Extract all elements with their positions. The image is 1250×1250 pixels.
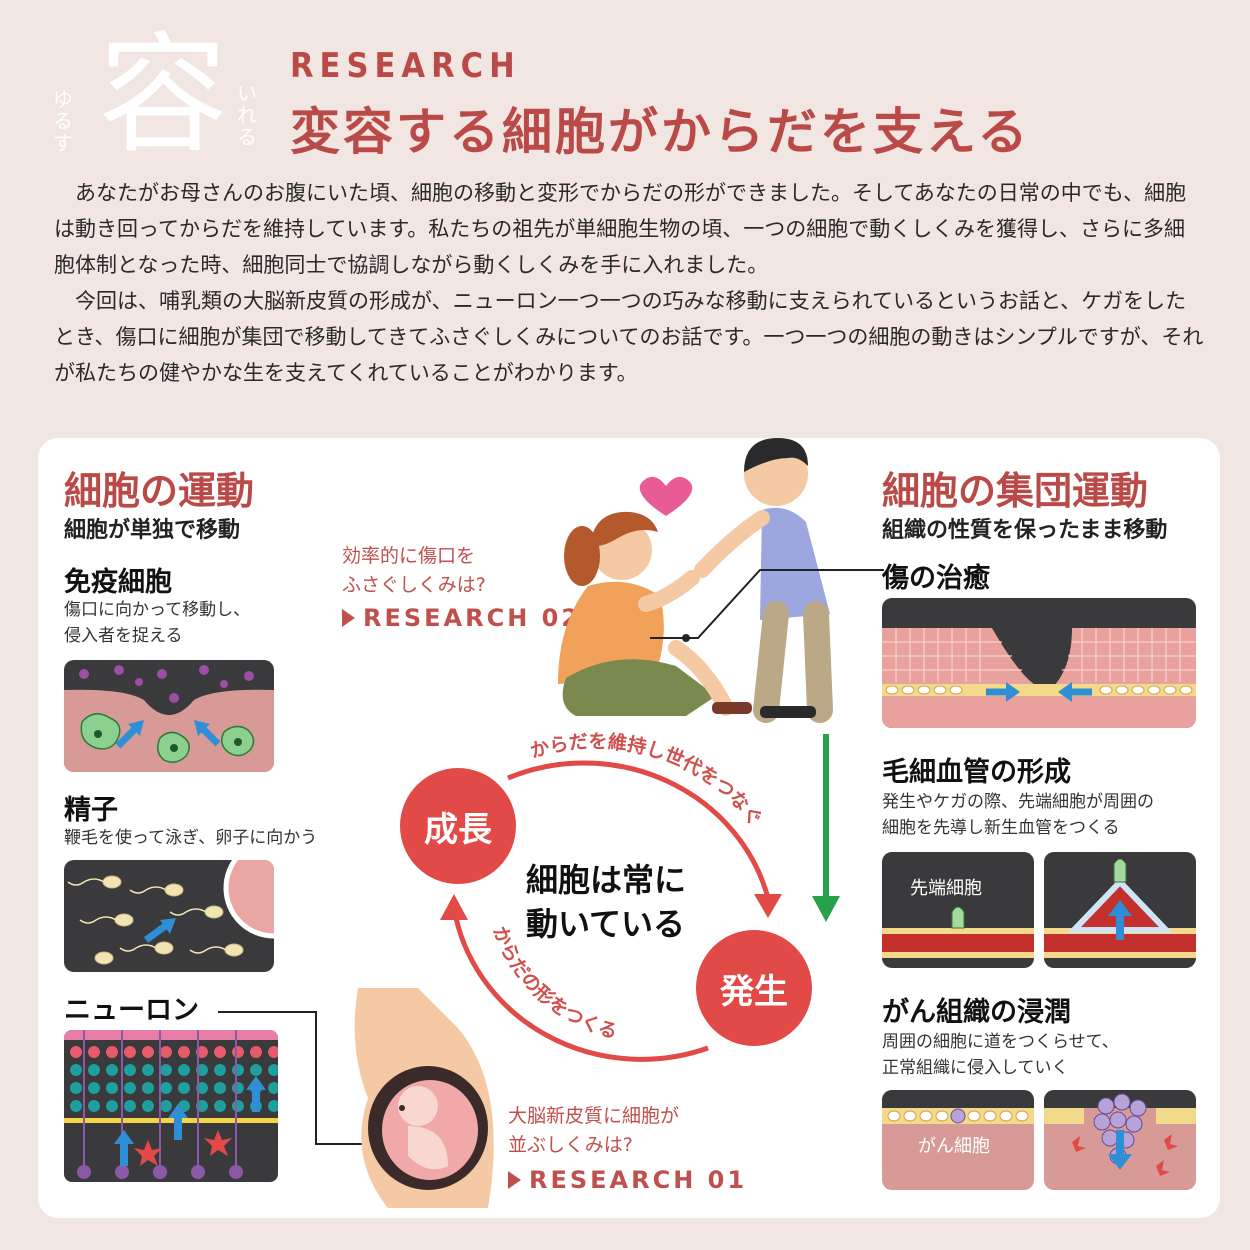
immune-title: 免疫細胞 (64, 567, 172, 598)
research-02-label: RESEARCH 02 (363, 604, 582, 632)
immune-desc-1: 傷口に向かって移動し、 (64, 600, 251, 620)
couple-illustration (558, 438, 833, 723)
capillary-desc-2: 細胞を先導し新生血管をつくる (882, 818, 1120, 838)
left-section-title: 細胞の運動 (64, 469, 255, 513)
immune-desc-2: 侵入者を捉える (64, 626, 183, 646)
logo-left-text: ゆるす (53, 87, 73, 155)
q1-line-1: 大脳新皮質に細胞が (508, 1105, 680, 1127)
page-title: 変容する細胞がからだを支える (290, 103, 1031, 161)
capillary-desc-1: 発生やケガの際、先端細胞が周囲の (882, 792, 1154, 812)
left-section-subtitle: 細胞が単独で移動 (64, 518, 241, 543)
logo-kanji: 容 (98, 19, 229, 171)
logo: ゆるす 容 いれる (52, 30, 272, 170)
arc-top-label: からだを維持し世代をつなぐ (528, 730, 767, 830)
q2-line-1: 効率的に傷口を (342, 545, 476, 567)
intro-paragraph-2: 今回は、哺乳類の大脳新皮質の形成が、ニューロン一つ一つの巧みな移動に支えられてい… (54, 289, 1204, 385)
capillary-illustration-2 (1044, 852, 1196, 968)
intro-paragraph-1: あなたがお母さんのお腹にいた頃、細胞の移動と変形でからだの形ができました。そして… (54, 181, 1187, 277)
logo-right-text: いれる (237, 81, 257, 149)
neuron-title: ニューロン (64, 995, 199, 1026)
sperm-title: 精子 (64, 795, 118, 826)
research-02-link[interactable]: RESEARCH 02 (342, 604, 581, 632)
cycle-diagram: からだを維持し世代をつなぐ からだの形をつくる (440, 730, 840, 1062)
growth-circle: 成長 (400, 768, 516, 884)
cancer-title: がん組織の浸潤 (882, 997, 1071, 1028)
diagram-panel: 細胞の運動 細胞が単独で移動 免疫細胞 傷口に向かって移動し、 侵入者を捉える … (38, 438, 1220, 1218)
wound-title: 傷の治癒 (882, 563, 990, 594)
q1-line-2: 並ぶしくみは? (508, 1134, 633, 1156)
q2-line-2: ふさぐしくみは? (342, 574, 486, 596)
wound-healing-illustration (882, 598, 1196, 728)
triangle-icon (508, 1171, 521, 1189)
immune-cell-illustration (64, 660, 274, 772)
research-tag: RESEARCH (290, 46, 521, 86)
cancer-illustration-2 (1044, 1090, 1196, 1190)
capillary-title: 毛細血管の形成 (882, 757, 1071, 788)
core-text-line-1: 細胞は常に (526, 861, 687, 899)
cancer-cell-label: がん細胞 (918, 1136, 990, 1157)
tip-cell-label: 先端細胞 (910, 878, 982, 899)
cancer-desc-2: 正常組織に侵入していく (882, 1058, 1069, 1078)
intro-text: あなたがお母さんのお腹にいた頃、細胞の移動と変形でからだの形ができました。そして… (54, 175, 1204, 391)
cancer-illustration-1: がん細胞 (882, 1090, 1034, 1190)
capillary-illustration-1: 先端細胞 (882, 852, 1034, 968)
neuron-illustration (64, 1030, 278, 1182)
right-section-subtitle: 組織の性質を保ったまま移動 (882, 518, 1168, 543)
sperm-desc: 鞭毛を使って泳ぎ、卵子に向かう (64, 828, 318, 848)
right-section-title: 細胞の集団運動 (882, 469, 1149, 513)
pregnancy-illustration (354, 988, 494, 1208)
development-circle: 発生 (696, 930, 812, 1046)
cancer-desc-1: 周囲の細胞に道をつくらせて、 (882, 1032, 1119, 1052)
pointer-lines (218, 569, 884, 1145)
triangle-icon (342, 609, 355, 627)
core-text-line-2: 動いている (526, 905, 686, 943)
research-01-link[interactable]: RESEARCH 01 (508, 1166, 747, 1194)
research-01-label: RESEARCH 01 (529, 1166, 748, 1194)
sperm-illustration (64, 860, 274, 972)
